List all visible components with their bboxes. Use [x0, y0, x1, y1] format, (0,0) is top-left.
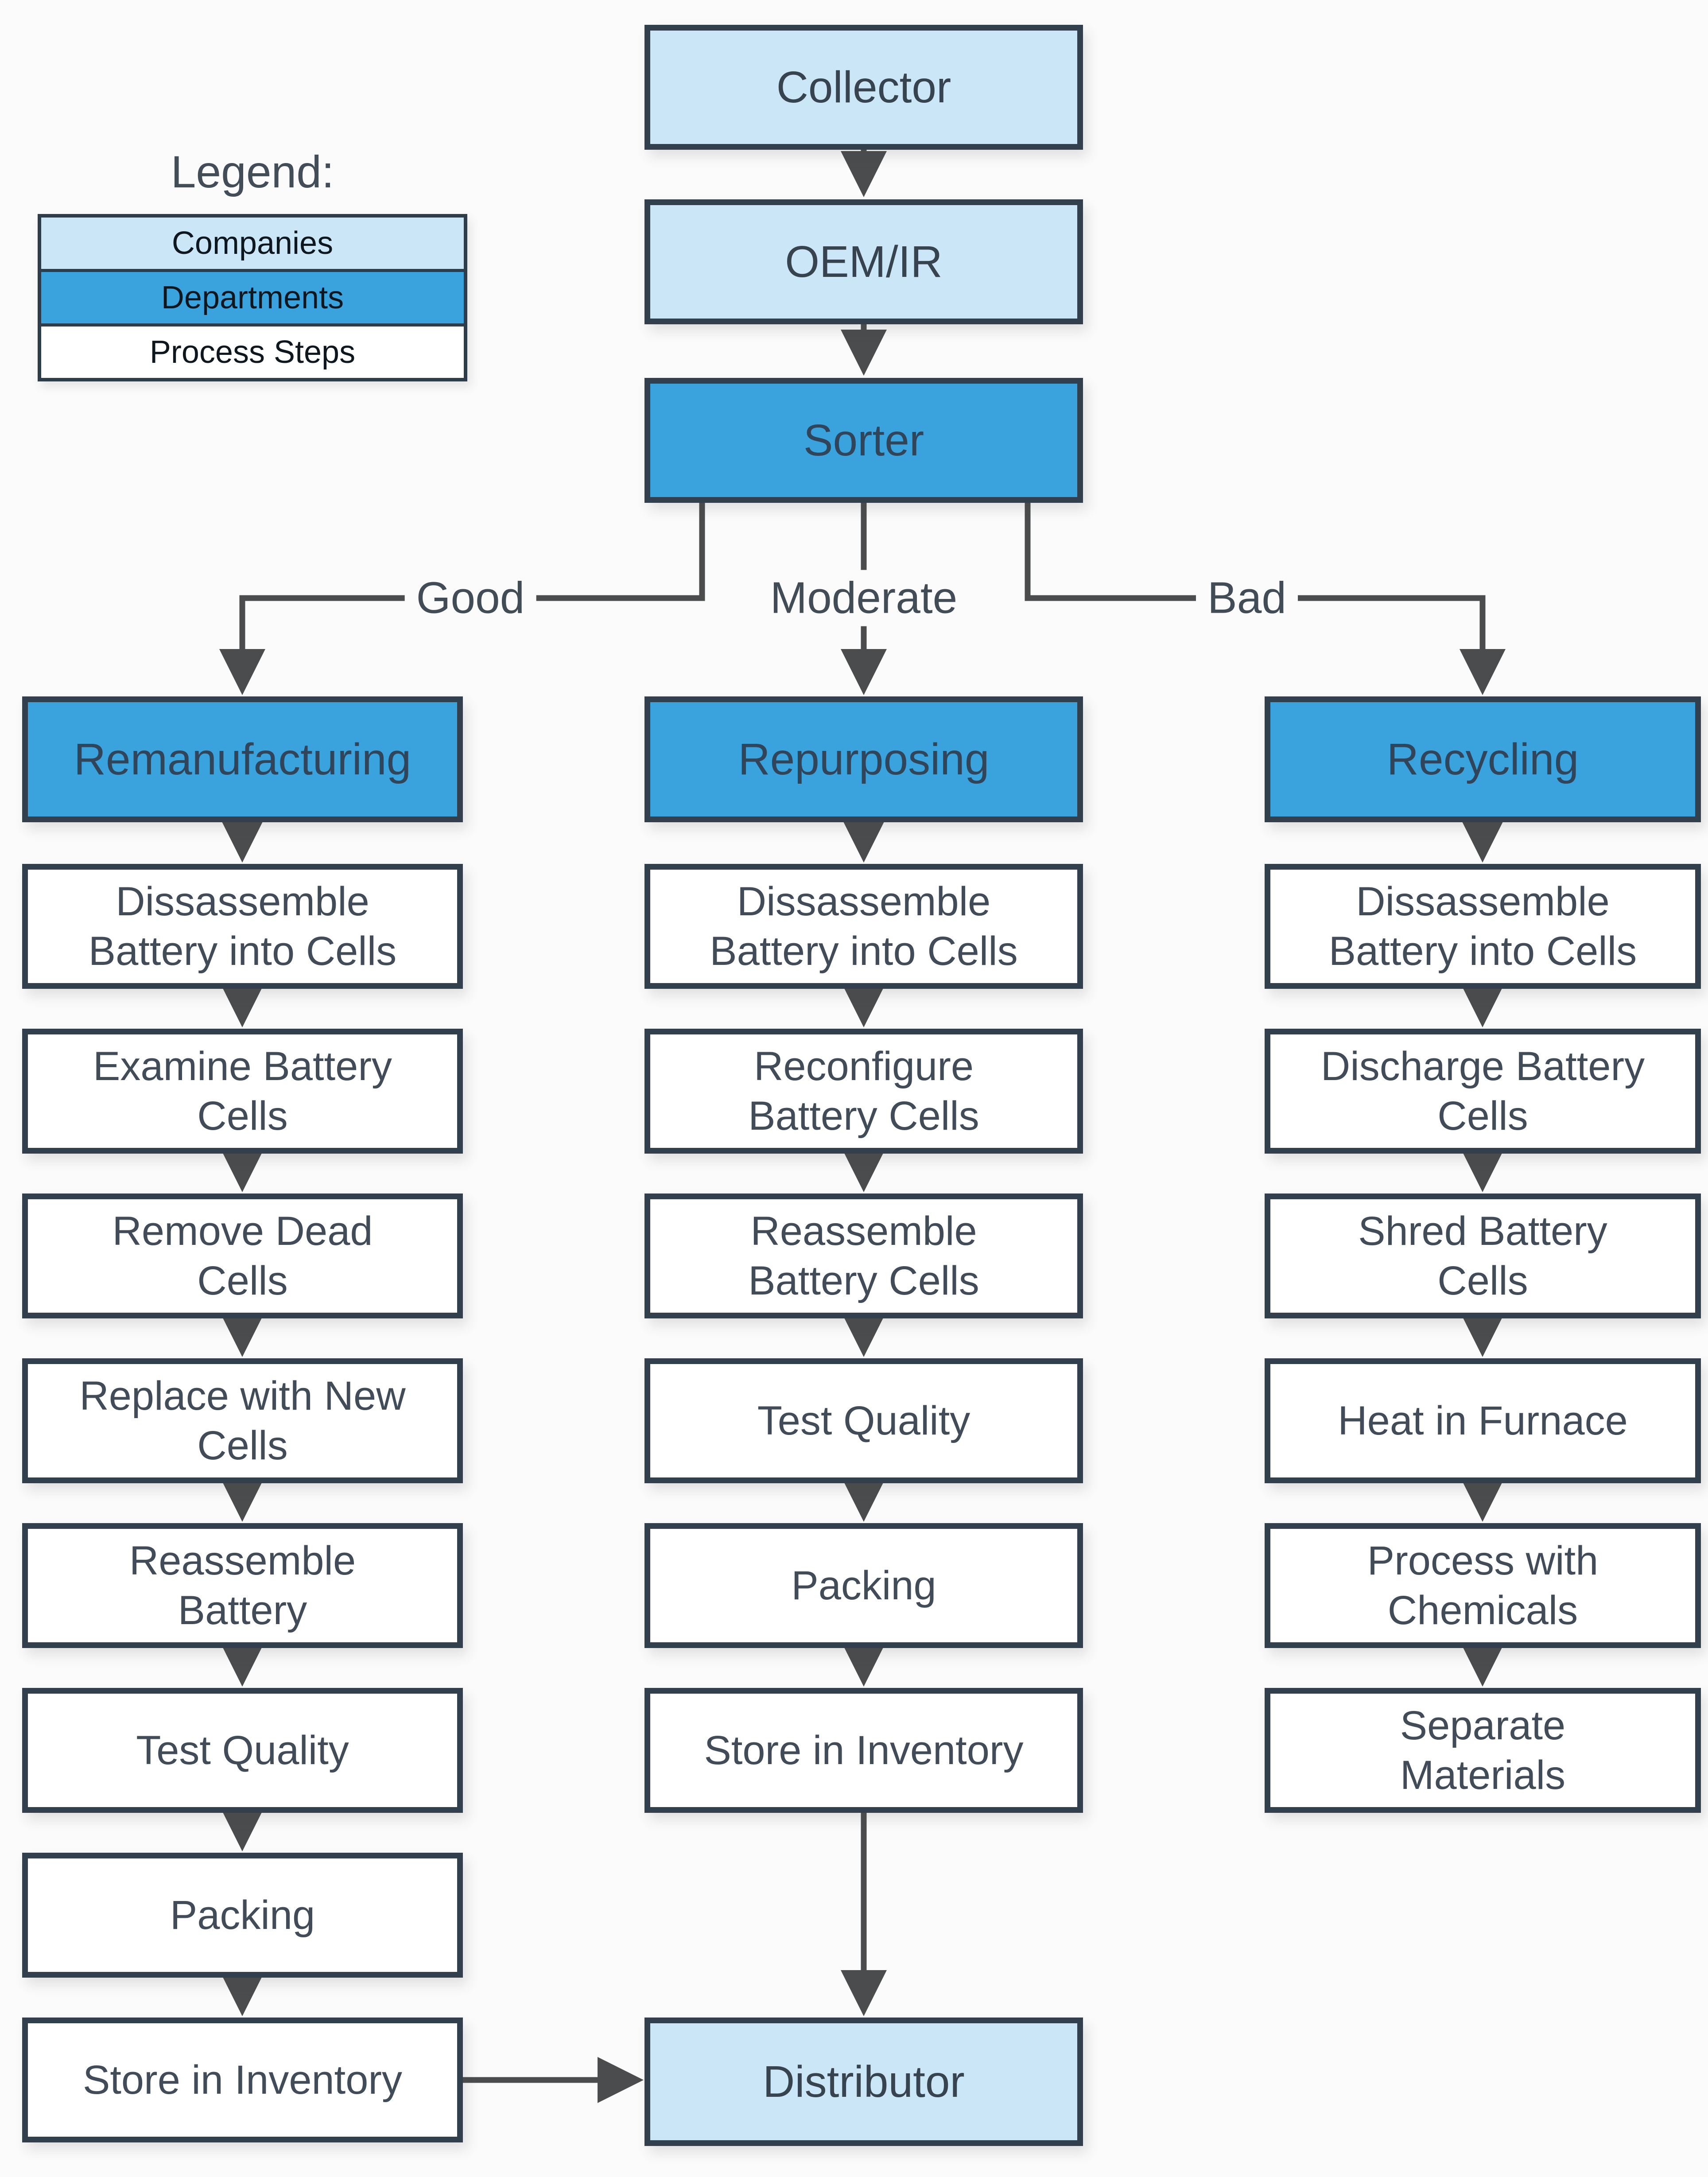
branch-label-moderate: Moderate: [758, 570, 969, 626]
step-dissassemble-battery-into-cells: Dissassemble Battery into Cells: [22, 864, 463, 989]
node-label: Remanufacturing: [74, 735, 411, 784]
step-label: Reconfigure Battery Cells: [748, 1043, 979, 1139]
node-sorter: Sorter: [644, 378, 1083, 503]
step-label: Heat in Furnace: [1338, 1398, 1628, 1443]
step-store-in-inventory-left: Store in Inventory: [22, 2018, 463, 2142]
step-reconfigure-battery-cells: Reconfigure Battery Cells: [644, 1029, 1083, 1154]
step-label: Store in Inventory: [704, 1727, 1024, 1773]
legend-item-label: Process Steps: [149, 334, 356, 370]
node-remanufacturing: Remanufacturing: [22, 696, 463, 822]
step-dissassemble-battery-into-cells-mid: Dissassemble Battery into Cells: [644, 864, 1083, 989]
step-reassemble-battery-cells: Reassemble Battery Cells: [644, 1193, 1083, 1318]
step-separate-materials: Separate Materials: [1265, 1688, 1701, 1813]
legend-item-process-steps: Process Steps: [41, 327, 464, 378]
node-label: Distributor: [763, 2057, 965, 2107]
branch-label-bad: Bad: [1196, 570, 1298, 626]
legend-item-label: Companies: [171, 225, 334, 261]
step-label: Test Quality: [757, 1398, 970, 1443]
step-label: Store in Inventory: [82, 2057, 403, 2103]
step-shred-battery-cells: Shred Battery Cells: [1265, 1193, 1701, 1318]
step-label: Packing: [170, 1892, 315, 1938]
step-label: Reassemble Battery Cells: [748, 1208, 979, 1303]
step-label: Remove Dead Cells: [112, 1208, 373, 1303]
legend-item-label: Departments: [161, 280, 344, 315]
legend-item-companies: Companies: [41, 218, 464, 272]
step-label: Test Quality: [136, 1727, 349, 1773]
node-repurposing: Repurposing: [644, 696, 1083, 822]
step-label: Process with Chemicals: [1367, 1538, 1599, 1633]
step-dissassemble-battery-into-cells-right: Dissassemble Battery into Cells: [1265, 864, 1701, 989]
step-heat-in-furnace: Heat in Furnace: [1265, 1358, 1701, 1483]
node-label: Sorter: [803, 416, 924, 465]
step-discharge-battery-cells: Discharge Battery Cells: [1265, 1029, 1701, 1154]
legend-title: Legend:: [171, 147, 334, 197]
step-test-quality-mid: Test Quality: [644, 1358, 1083, 1483]
node-label: OEM/IR: [785, 237, 943, 287]
step-examine-battery-cells: Examine Battery Cells: [22, 1029, 463, 1154]
step-label: Shred Battery Cells: [1358, 1208, 1607, 1303]
step-label: Dissassemble Battery into Cells: [710, 879, 1018, 974]
node-label: Repurposing: [738, 735, 990, 784]
legend-item-departments: Departments: [41, 272, 464, 327]
step-process-with-chemicals: Process with Chemicals: [1265, 1523, 1701, 1648]
node-distributor: Distributor: [644, 2018, 1083, 2146]
step-label: Packing: [791, 1563, 936, 1608]
step-label: Discharge Battery Cells: [1320, 1043, 1645, 1139]
step-label: Examine Battery Cells: [93, 1043, 392, 1139]
node-oem-ir: OEM/IR: [644, 199, 1083, 324]
step-remove-dead-cells: Remove Dead Cells: [22, 1193, 463, 1318]
step-replace-with-new-cells: Replace with New Cells: [22, 1358, 463, 1483]
node-collector: Collector: [644, 25, 1083, 150]
step-label: Dissassemble Battery into Cells: [88, 879, 397, 974]
node-label: Recycling: [1386, 735, 1579, 784]
step-packing-left: Packing: [22, 1853, 463, 1978]
step-packing-mid: Packing: [644, 1523, 1083, 1648]
step-test-quality-left: Test Quality: [22, 1688, 463, 1813]
step-label: Replace with New Cells: [79, 1373, 406, 1468]
step-label: Dissassemble Battery into Cells: [1328, 879, 1637, 974]
step-label: Reassemble Battery: [129, 1538, 356, 1633]
step-reassemble-battery: Reassemble Battery: [22, 1523, 463, 1648]
arrows-left-column: [219, 816, 644, 2103]
branch-label-good: Good: [404, 570, 536, 626]
node-label: Collector: [776, 62, 951, 112]
step-label: Separate Materials: [1400, 1703, 1566, 1798]
node-recycling: Recycling: [1265, 696, 1701, 822]
step-store-in-inventory-mid: Store in Inventory: [644, 1688, 1083, 1813]
legend: Companies Departments Process Steps: [38, 214, 467, 381]
